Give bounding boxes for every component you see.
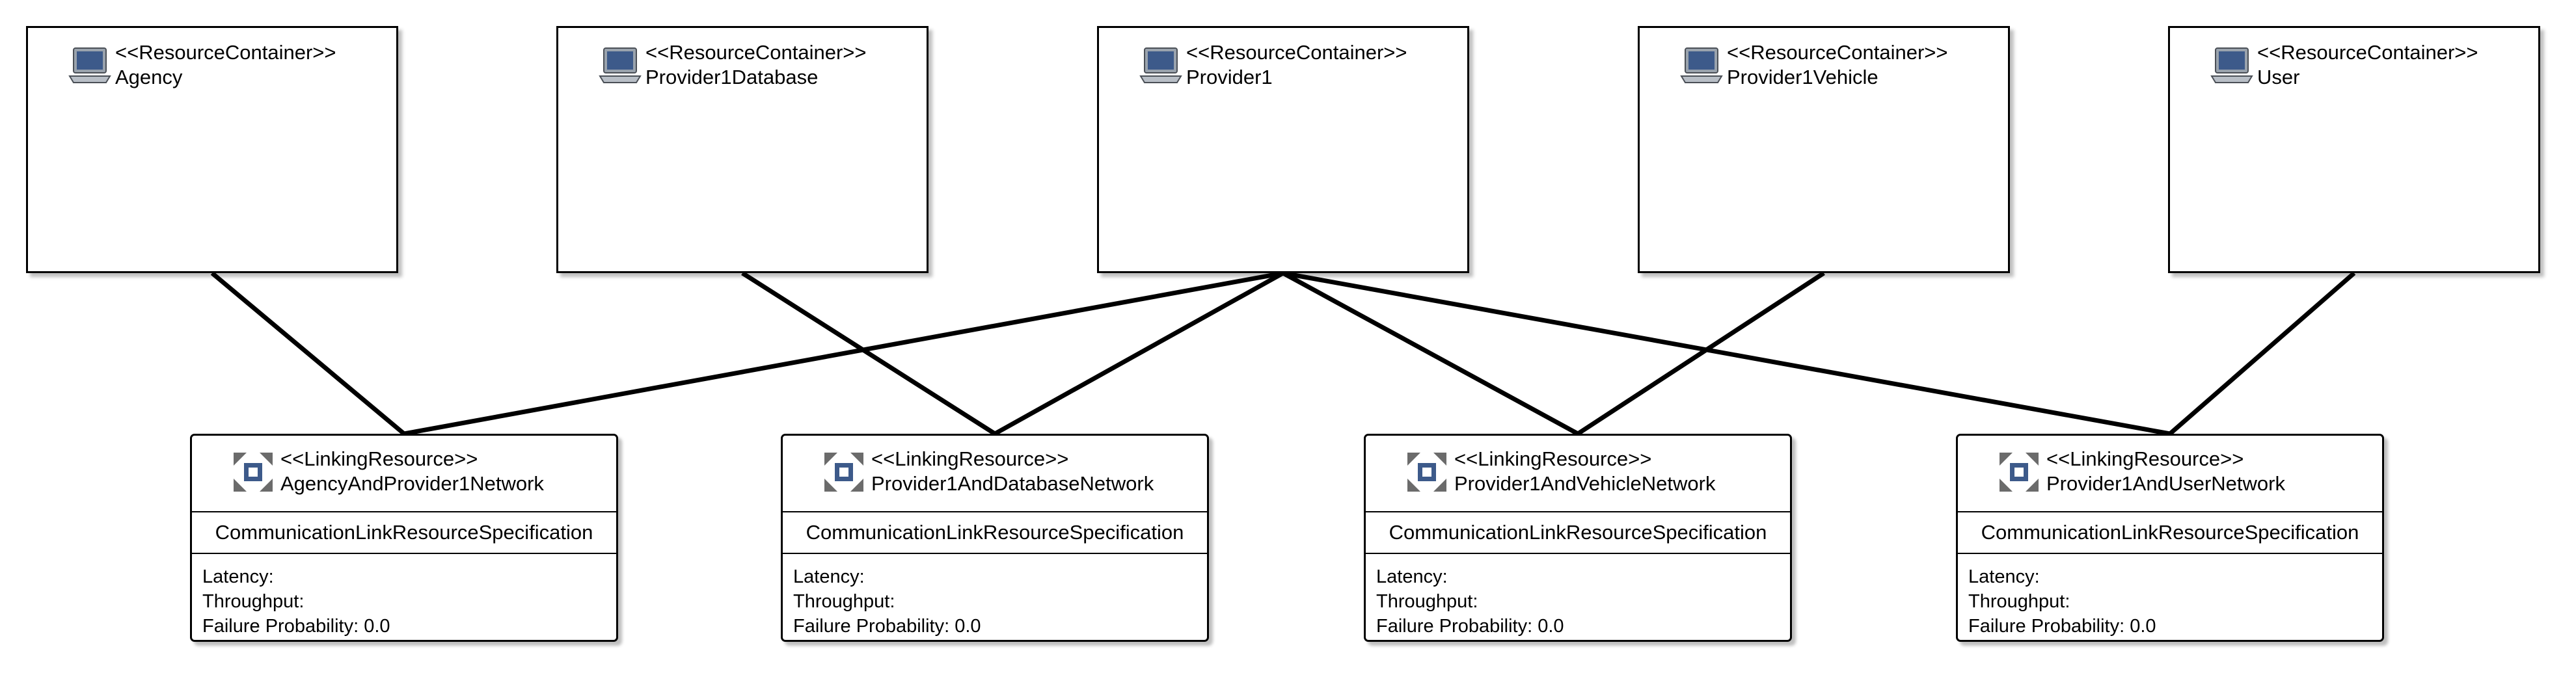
- linking-stereotype: <<LinkingResource>>: [2046, 447, 2244, 470]
- latency-attribute: Latency:: [1376, 566, 1448, 587]
- throughput-attribute: Throughput:: [202, 591, 305, 612]
- linking-stereotype: <<LinkingResource>>: [1454, 447, 1652, 470]
- computer-icon: [599, 47, 642, 83]
- connector-provider1-to-provider1-user: [1282, 271, 2171, 436]
- throughput-attribute: Throughput:: [1968, 591, 2070, 612]
- link-spec-label: CommunicationLinkResourceSpecification: [192, 512, 616, 554]
- computer-icon: [68, 47, 111, 83]
- linking-stereotype: <<LinkingResource>>: [871, 447, 1069, 470]
- linking-resource-name: AgencyAndProvider1Network: [280, 472, 544, 495]
- linking-resource-provider1-database[interactable]: <<LinkingResource>> Provider1AndDatabase…: [781, 434, 1209, 642]
- linking-resource-provider1-vehicle[interactable]: <<LinkingResource>> Provider1AndVehicleN…: [1364, 434, 1792, 642]
- container-stereotype: <<ResourceContainer>>: [115, 41, 336, 64]
- link-attributes: Latency: Throughput: Failure Probability…: [1968, 564, 2156, 639]
- resource-container-user[interactable]: <<ResourceContainer>> User: [2168, 26, 2540, 273]
- link-spec-label: CommunicationLinkResourceSpecification: [1958, 512, 2382, 554]
- container-name: Provider1: [1186, 66, 1273, 88]
- failure-probability-attribute: Failure Probability: 0.0: [202, 616, 390, 637]
- network-link-icon: [824, 453, 863, 492]
- linking-resource-name: Provider1AndUserNetwork: [2046, 472, 2285, 495]
- failure-probability-attribute: Failure Probability: 0.0: [1376, 616, 1564, 637]
- link-attributes: Latency: Throughput: Failure Probability…: [202, 564, 390, 639]
- linking-resource-provider1-user[interactable]: <<LinkingResource>> Provider1AndUserNetw…: [1956, 434, 2384, 642]
- connector-agency-to-agency-provider1: [210, 271, 406, 436]
- container-stereotype: <<ResourceContainer>>: [1186, 41, 1407, 64]
- linking-resource-header: <<LinkingResource>> Provider1AndVehicleN…: [1366, 436, 1790, 512]
- container-stereotype: <<ResourceContainer>>: [2257, 41, 2478, 64]
- connector-provider1database-to-provider1-database: [741, 271, 996, 436]
- connector-user-to-provider1-user: [2168, 271, 2356, 436]
- linking-resource-header: <<LinkingResource>> Provider1AndUserNetw…: [1958, 436, 2382, 512]
- connector-provider1-to-agency-provider1: [403, 271, 1284, 436]
- linking-resource-name: Provider1AndVehicleNetwork: [1454, 472, 1716, 495]
- network-link-icon: [1407, 453, 1446, 492]
- linking-stereotype: <<LinkingResource>>: [280, 447, 478, 470]
- link-spec-label: CommunicationLinkResourceSpecification: [783, 512, 1207, 554]
- network-link-icon: [234, 453, 273, 492]
- container-stereotype: <<ResourceContainer>>: [645, 41, 867, 64]
- link-attributes: Latency: Throughput: Failure Probability…: [1376, 564, 1564, 639]
- connector-provider1vehicle-to-provider1-vehicle: [1577, 271, 1825, 436]
- container-name: Provider1Vehicle: [1727, 66, 1878, 88]
- container-name: Agency: [115, 66, 183, 88]
- computer-icon: [2210, 47, 2253, 83]
- computer-icon: [1680, 47, 1723, 83]
- computer-icon: [1139, 47, 1182, 83]
- connector-provider1-to-provider1-vehicle: [1282, 271, 1579, 436]
- container-stereotype: <<ResourceContainer>>: [1727, 41, 1948, 64]
- link-spec-label: CommunicationLinkResourceSpecification: [1366, 512, 1790, 554]
- network-link-icon: [2000, 453, 2039, 492]
- latency-attribute: Latency:: [793, 566, 865, 587]
- linking-resource-header: <<LinkingResource>> AgencyAndProvider1Ne…: [192, 436, 616, 512]
- container-name: Provider1Database: [645, 66, 819, 88]
- linking-resource-name: Provider1AndDatabaseNetwork: [871, 472, 1154, 495]
- failure-probability-attribute: Failure Probability: 0.0: [1968, 616, 2156, 637]
- resource-container-provider1vehicle[interactable]: <<ResourceContainer>> Provider1Vehicle: [1638, 26, 2010, 273]
- linking-resource-header: <<LinkingResource>> Provider1AndDatabase…: [783, 436, 1207, 512]
- throughput-attribute: Throughput:: [1376, 591, 1478, 612]
- resource-container-agency[interactable]: <<ResourceContainer>> Agency: [26, 26, 398, 273]
- failure-probability-attribute: Failure Probability: 0.0: [793, 616, 981, 637]
- container-name: User: [2257, 66, 2300, 88]
- throughput-attribute: Throughput:: [793, 591, 895, 612]
- linking-resource-agency-provider1[interactable]: <<LinkingResource>> AgencyAndProvider1Ne…: [190, 434, 618, 642]
- latency-attribute: Latency:: [1968, 566, 2040, 587]
- resource-container-provider1[interactable]: <<ResourceContainer>> Provider1: [1097, 26, 1469, 273]
- resource-container-provider1database[interactable]: <<ResourceContainer>> Provider1Database: [556, 26, 929, 273]
- connector-provider1-to-provider1-database: [994, 271, 1284, 436]
- link-attributes: Latency: Throughput: Failure Probability…: [793, 564, 981, 639]
- latency-attribute: Latency:: [202, 566, 274, 587]
